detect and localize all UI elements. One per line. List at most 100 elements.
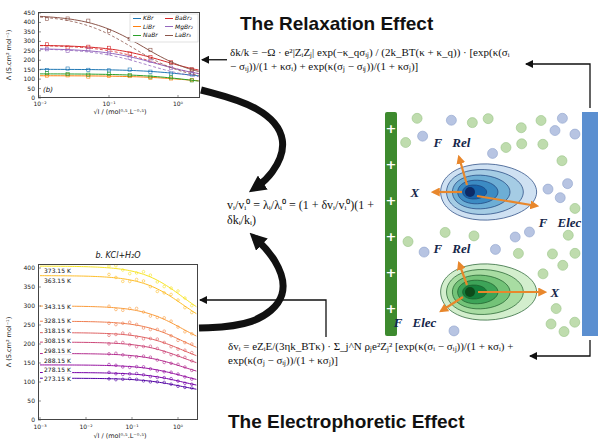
ion-dot xyxy=(490,244,500,254)
data-marker xyxy=(45,68,48,71)
data-marker xyxy=(45,17,48,20)
data-marker xyxy=(142,345,145,348)
data-marker xyxy=(66,49,69,52)
force-label: X⃗ xyxy=(551,285,570,300)
ion-dot xyxy=(449,326,459,336)
data-marker xyxy=(108,334,111,337)
legend-line-sample xyxy=(165,35,173,36)
ion-dot xyxy=(419,247,429,257)
ion-dot xyxy=(469,231,479,241)
ion-dot xyxy=(557,156,567,166)
ion-dot xyxy=(440,227,450,237)
section-heading: The Electrophoretic Effect xyxy=(228,411,465,432)
section-heading: The Relaxation Effect xyxy=(240,13,433,34)
series-label: 278.15 K xyxy=(43,366,72,373)
tick-label: 300 xyxy=(24,302,35,309)
ion-dot xyxy=(488,148,498,158)
data-marker xyxy=(142,366,145,369)
data-marker xyxy=(108,343,111,346)
series-label: 318.15 K xyxy=(43,327,72,334)
data-marker xyxy=(66,73,69,76)
charge-sign: + xyxy=(386,121,397,136)
data-marker xyxy=(163,381,166,384)
tick-label: 10⁰ xyxy=(173,100,183,107)
data-marker xyxy=(142,373,145,376)
data-marker xyxy=(177,290,180,293)
series-label-holder: 328.15 K xyxy=(43,310,72,326)
data-marker xyxy=(108,378,111,381)
charge-sign-holder: + xyxy=(386,194,397,207)
legend-text: KBr xyxy=(143,15,154,21)
series-label-holder: 363.15 K xyxy=(43,270,72,286)
data-marker xyxy=(170,362,173,365)
axis-title-holder: Λ (S.cm² mol⁻¹) xyxy=(6,30,13,81)
ion-dot xyxy=(501,142,511,152)
tick-label: 350 xyxy=(24,28,35,35)
tick-label-holder: 350 xyxy=(24,284,35,290)
data-marker xyxy=(115,333,118,336)
data-marker xyxy=(184,306,187,309)
legend-item: BaBr₂ xyxy=(165,15,192,21)
force-label: X⃗ xyxy=(411,185,430,200)
bracket-line xyxy=(526,64,590,108)
ion-dot xyxy=(517,139,527,149)
force-arrow xyxy=(478,291,545,293)
data-marker xyxy=(177,373,180,376)
ion-dot xyxy=(513,248,523,258)
charge-sign: + xyxy=(386,193,397,208)
tick-label: 150 xyxy=(24,66,35,73)
ion-dot xyxy=(570,317,580,327)
ion-dot xyxy=(516,123,526,133)
tick-label-holder: 350 xyxy=(24,29,35,35)
ion-dot xyxy=(403,237,413,247)
data-marker xyxy=(156,359,159,362)
data-marker xyxy=(156,316,159,319)
ion-dot xyxy=(510,232,520,242)
data-marker xyxy=(170,334,173,337)
data-marker xyxy=(128,343,131,346)
series-label-holder: 318.15 K xyxy=(43,320,72,336)
data-marker xyxy=(128,272,131,275)
equation-text: δvᵢ = eZᵢE/(3ηk_BTκ) · Σ_j^N ρⱼe²Zⱼ² [ex… xyxy=(228,340,524,368)
legend-line-sample xyxy=(165,18,173,19)
data-marker xyxy=(149,285,152,288)
data-marker xyxy=(149,381,152,384)
series-label: 343.15 K xyxy=(43,303,72,310)
tick-label-holder: 10⁰ xyxy=(173,101,183,107)
data-marker xyxy=(122,322,125,325)
data-marker xyxy=(135,355,138,358)
tick-label-holder: 450 xyxy=(24,10,35,16)
tick-label: 0 xyxy=(31,416,35,423)
data-marker xyxy=(107,72,110,75)
fit-curve xyxy=(40,333,196,356)
legend-text: LaBr₃ xyxy=(175,32,191,38)
data-marker xyxy=(142,270,145,273)
series-label: 328.15 K xyxy=(43,317,72,324)
data-marker xyxy=(128,333,131,336)
data-marker xyxy=(191,383,194,386)
tick-label: 200 xyxy=(24,56,35,63)
tick-label-holder: 10⁰ xyxy=(173,424,183,430)
series-label-holder: 278.15 K xyxy=(43,359,72,375)
tick-label-holder: 10⁻¹ xyxy=(102,101,115,107)
tick-label: 200 xyxy=(24,340,35,347)
data-marker xyxy=(156,281,159,284)
series-label: 373.15 K xyxy=(43,267,72,274)
axis-title: √I / (mol⁰·⁵.L⁻⁰·⁵) xyxy=(93,108,146,116)
data-marker xyxy=(184,331,187,334)
tick-label: 400 xyxy=(24,18,35,25)
data-marker xyxy=(115,341,118,344)
tick-label: 100 xyxy=(24,75,35,82)
charge-sign-holder: + xyxy=(386,122,397,135)
series-label: 273.15 K xyxy=(43,375,72,382)
fit-curve xyxy=(40,306,196,336)
axis-title: √I / (mol⁰·⁵.L⁻⁰·⁵) xyxy=(93,432,146,440)
data-marker xyxy=(177,380,180,383)
tick-label: 250 xyxy=(24,47,35,54)
data-marker xyxy=(142,311,145,314)
legend-item: MgBr₂ xyxy=(165,24,193,30)
data-marker xyxy=(135,278,138,281)
force-label-holder: F⃗Rel xyxy=(434,136,471,149)
tick-label-holder: 150 xyxy=(24,67,35,73)
data-marker xyxy=(128,280,131,283)
